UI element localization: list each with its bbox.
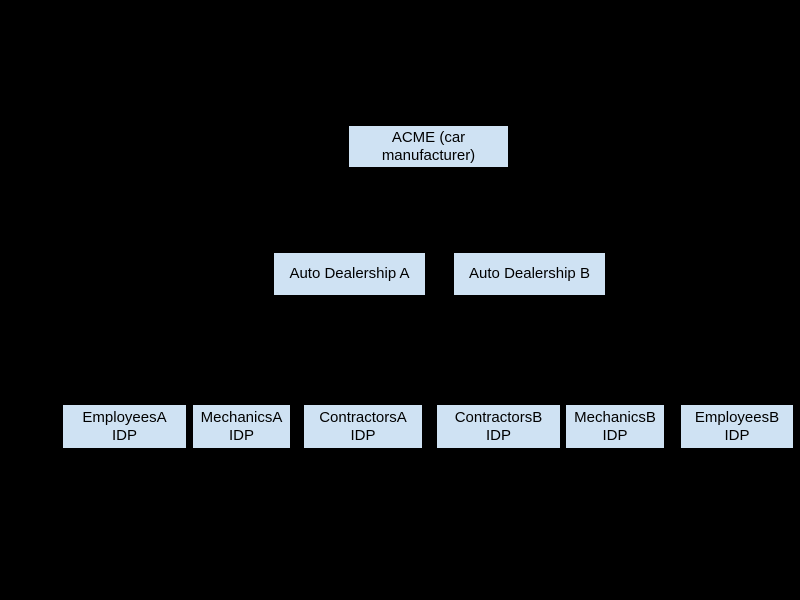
node-label-line: IDP xyxy=(228,426,254,444)
node-label-line: ContractorsA xyxy=(319,408,407,426)
node-label-line: IDP xyxy=(485,426,511,444)
node-contractors-b-idp: ContractorsB IDP xyxy=(437,405,560,448)
node-label-line: MechanicsB xyxy=(574,408,656,426)
node-label-line: IDP xyxy=(724,426,750,444)
node-employees-b-idp: EmployeesB IDP xyxy=(681,405,793,448)
node-label-line: EmployeesA xyxy=(82,408,167,426)
node-label-line: Auto Dealership B xyxy=(469,265,590,282)
node-mechanics-a-idp: MechanicsA IDP xyxy=(193,405,290,448)
node-auto-dealership-a: Auto Dealership A xyxy=(274,253,425,295)
node-employees-a-idp: EmployeesA IDP xyxy=(63,405,186,448)
node-auto-dealership-b: Auto Dealership B xyxy=(454,253,605,295)
node-label-line: IDP xyxy=(602,426,628,444)
node-label-line: Auto Dealership A xyxy=(289,265,410,282)
node-label-line: ACME (car xyxy=(391,128,466,146)
node-label-line: manufacturer) xyxy=(381,146,476,164)
node-mechanics-b-idp: MechanicsB IDP xyxy=(566,405,664,448)
node-label-line: MechanicsA xyxy=(200,408,283,426)
node-acme: ACME (car manufacturer) xyxy=(349,126,508,167)
node-contractors-a-idp: ContractorsA IDP xyxy=(304,405,422,448)
node-label-line: EmployeesB xyxy=(694,408,780,426)
node-label-line: ContractorsB xyxy=(454,408,543,426)
node-label-line: IDP xyxy=(350,426,376,444)
node-label-line: IDP xyxy=(111,426,137,444)
